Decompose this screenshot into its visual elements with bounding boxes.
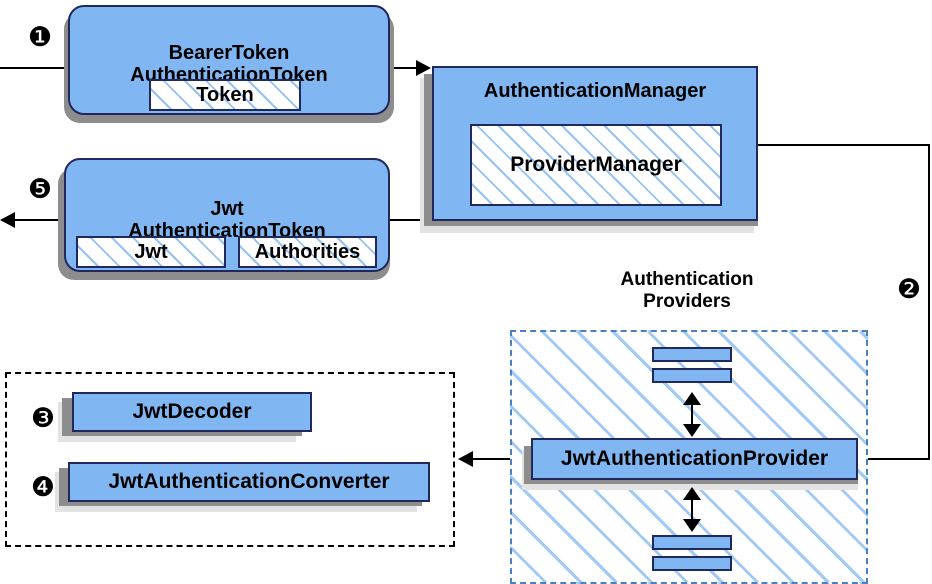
connector-manager-down bbox=[928, 144, 930, 460]
node-jwt-authentication-converter[interactable]: JwtAuthenticationConverter bbox=[68, 462, 430, 502]
node-jwt-decoder[interactable]: JwtDecoder bbox=[72, 392, 312, 432]
step-badge-1: ❶ bbox=[27, 22, 53, 53]
step-badge-3: ❸ bbox=[30, 403, 56, 434]
step-badge-5: ❺ bbox=[27, 174, 53, 205]
authentication-providers-caption: Authentication Providers bbox=[620, 269, 754, 312]
node-jwt-authentication-provider[interactable]: JwtAuthenticationProvider bbox=[531, 438, 858, 480]
arrowhead-outgoing-response bbox=[0, 212, 15, 228]
field-token[interactable]: Token bbox=[149, 79, 301, 111]
field-jwt[interactable]: Jwt bbox=[76, 236, 226, 268]
provider-stub-top-1 bbox=[652, 347, 732, 362]
field-provider-manager[interactable]: ProviderManager bbox=[470, 124, 722, 206]
region-jwt-support bbox=[5, 372, 455, 547]
provider-stub-bottom-2 bbox=[652, 556, 732, 571]
provider-stub-top-2 bbox=[652, 368, 732, 383]
connector-incoming-request bbox=[0, 67, 78, 69]
authentication-manager-title: AuthenticationManager bbox=[483, 80, 707, 102]
field-authorities[interactable]: Authorities bbox=[238, 236, 377, 268]
connector-bearer-to-manager bbox=[388, 67, 420, 69]
arrowhead-down-top bbox=[683, 424, 701, 437]
connector-outgoing-response bbox=[12, 219, 78, 221]
connector-manager-right bbox=[758, 144, 930, 146]
arrowhead-to-manager bbox=[416, 60, 431, 76]
connector-vertical-top bbox=[691, 395, 693, 429]
step-badge-2: ❷ bbox=[896, 274, 922, 305]
connector-provider-to-support bbox=[472, 458, 524, 460]
provider-stub-bottom-1 bbox=[652, 535, 732, 550]
step-badge-4: ❹ bbox=[30, 472, 56, 503]
connector-vertical-bottom bbox=[691, 490, 693, 524]
arrowhead-down-bottom bbox=[683, 519, 701, 532]
arrowhead-to-support bbox=[458, 451, 473, 467]
connector-manager-to-jwt-token bbox=[388, 219, 436, 221]
